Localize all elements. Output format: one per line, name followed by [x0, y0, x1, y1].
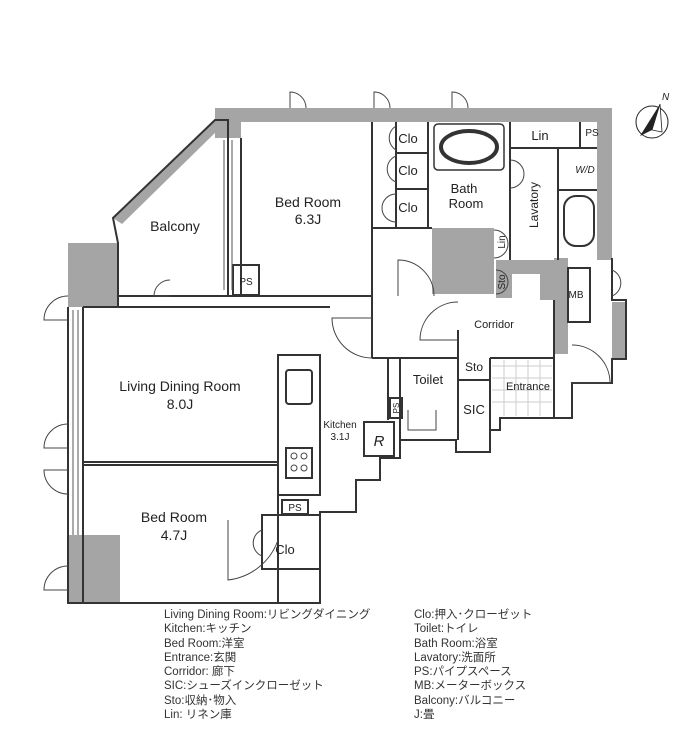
legend-item: Living Dining Room:リビングダイニング [164, 609, 371, 621]
label-lin-top: Lin [531, 128, 548, 143]
label-bath-room-2: Room [449, 196, 484, 211]
label-clo-3: Clo [398, 200, 418, 215]
label-bed-room-2: Bed Room [141, 509, 207, 525]
label-clo-1: Clo [398, 131, 418, 146]
legend-item: SIC:シューズインクローゼット [164, 680, 324, 693]
label-mb: MB [569, 290, 584, 301]
label-wd: W/D [575, 165, 594, 176]
legend-item: Clo:押入･クローゼット [414, 609, 533, 621]
label-ps-balcony: PS [239, 277, 253, 288]
legend-item: Lavatory:洗面所 [414, 651, 496, 664]
label-bath-room-1: Bath [451, 181, 478, 196]
label-ps-top: PS [585, 128, 599, 139]
label-bed-room-1: Bed Room [275, 194, 341, 210]
label-refrigerator: R [374, 433, 385, 450]
compass-icon: N [635, 92, 670, 139]
legend-item: Lin: リネン庫 [164, 709, 232, 722]
legend-item: Toilet:トイレ [414, 623, 479, 636]
legend-item: Balcony:バルコニー [414, 694, 516, 707]
legend-left: Living Dining Room:リビングダイニング Kitchen:キッチ… [164, 608, 370, 722]
compass-north-label: N [662, 92, 670, 103]
label-bed-room-2-size: 4.7J [161, 527, 187, 543]
label-kitchen-size: 3.1J [331, 432, 350, 443]
stove-icon [290, 452, 308, 472]
label-sto-toilet: Sto [465, 360, 483, 374]
label-sto-small: Sto [497, 274, 508, 289]
legend-item: Corridor: 廊下 [164, 666, 235, 679]
windows [72, 140, 233, 535]
structural-walls [68, 108, 626, 603]
legend-item: Bath Room:浴室 [414, 637, 498, 650]
legend-right: Clo:押入･クローゼット Toilet:トイレ Bath Room:浴室 La… [414, 608, 532, 722]
label-lin-small: Lin [497, 235, 508, 248]
entrance-tiles [492, 360, 552, 416]
label-living-dining: Living Dining Room [119, 378, 240, 394]
label-entrance: Entrance [506, 381, 550, 393]
label-lavatory: Lavatory [527, 182, 541, 228]
door-swings [43, 91, 622, 591]
legend-item: J:畳 [414, 709, 435, 722]
legend-item: MB:メーターボックス [414, 680, 527, 693]
room-labels: Balcony Bed Room 6.3J Clo Clo Clo Bath R… [119, 128, 599, 557]
label-bed-room-1-size: 6.3J [295, 211, 321, 227]
label-kitchen: Kitchen [323, 420, 356, 431]
legend-item: Sto:収納･物入 [164, 694, 237, 707]
legend-item: Entrance:玄関 [164, 651, 237, 664]
legend-item: Bed Room:洋室 [164, 637, 245, 650]
label-toilet: Toilet [413, 372, 444, 387]
legend-item: Kitchen:キッチン [164, 623, 252, 636]
label-ps-toilet: PS [392, 403, 401, 414]
label-clo-bed2: Clo [275, 542, 295, 557]
legend-item: PS:パイプスペース [414, 666, 512, 679]
bathtub [433, 123, 505, 171]
label-corridor: Corridor [474, 319, 514, 331]
label-clo-2: Clo [398, 163, 418, 178]
label-sic: SIC [463, 402, 485, 417]
wall-lines [67, 119, 627, 604]
label-ps-kitchen: PS [288, 503, 302, 514]
label-balcony: Balcony [150, 218, 200, 234]
label-living-dining-size: 8.0J [167, 396, 193, 412]
